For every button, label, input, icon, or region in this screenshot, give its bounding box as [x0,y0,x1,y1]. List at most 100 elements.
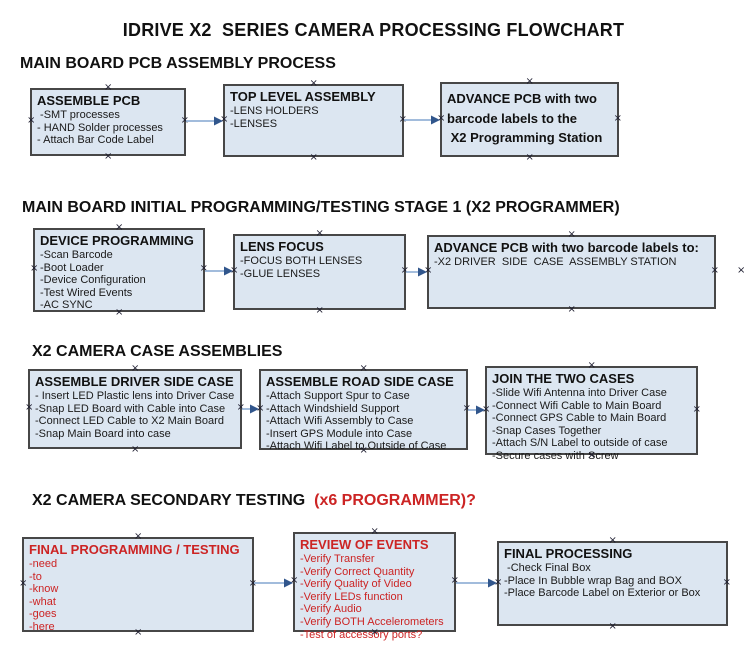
anchor-marker: × [309,152,318,163]
anchor-marker: × [134,531,143,542]
box-items: -Scan Barcode-Boot Loader-Device Configu… [40,249,199,312]
anchor-marker: × [27,115,36,126]
flow-box-final-programming-testing: FINAL PROGRAMMING / TESTING -need-to-kno… [19,532,257,638]
box-item: -here [29,620,55,633]
box-title: FINAL PROGRAMMING / TESTING [29,542,240,557]
box-item: -Attach Support Spur to Case [266,390,410,402]
connector-arrow [406,267,427,277]
box-item: -Insert GPS Module into Case [266,427,413,440]
box-item: -Attach Windshield Support [266,402,400,415]
flow-box-assemble-road-side-case: ASSEMBLE ROAD SIDE CASE -Attach Support … [256,364,471,456]
flowchart-title: IDRIVE X2 SERIES CAMERA PROCESSING FLOWC… [122,20,625,40]
box-item: -need [29,558,58,570]
box-item: -Verify Audio [300,603,362,616]
anchor-marker: × [722,576,731,588]
box-item: -Verify Correct Quantity [300,565,415,578]
box-title: FINAL PROCESSING [504,546,633,561]
box-item: - Attach Bar Code Label [37,134,154,147]
box-item: -Verify Transfer [300,553,375,565]
box-item: -Place In Bubble wrap Bag and BOX [504,574,682,587]
connector-arrow [404,115,440,125]
section-heading-secondary-testing: X2 CAMERA SECONDARY TESTING (x6 PROGRAMM… [32,492,476,510]
box-item: -Connect GPS Cable to Main Board [492,412,667,425]
anchor-marker: × [587,360,596,371]
section-heading-initial-programming: MAIN BOARD INITIAL PROGRAMMING/TESTING S… [22,199,620,217]
connector-arrow [254,578,293,588]
box-item: -Device Configuration [40,274,146,287]
flow-box-final-processing: FINAL PROCESSING -Check Final Box-Place … [494,536,731,632]
anchor-marker: × [30,263,39,274]
section-heading-text: X2 CAMERA SECONDARY TESTING [32,492,315,509]
flow-box-lens-focus: LENS FOCUS -FOCUS BOTH LENSES-GLUE LENSE… [230,229,409,316]
box-item: -Verify Quality of Video [300,578,412,591]
anchor-marker: × [19,577,28,589]
box-title: ADVANCE PCB with two barcode labels to: [434,240,699,255]
anchor-marker: × [567,229,576,240]
anchor-marker: × [131,444,140,455]
box-items: -Attach Support Spur to Case-Attach Wind… [266,390,462,453]
box-item: -Verify LEDs function [300,590,403,603]
box-item: - HAND Solder processes [37,121,163,134]
anchor-marker: × [359,363,368,374]
section-heading-text: MAIN BOARD PCB ASSEMBLY PROCESS [20,55,336,72]
anchor-marker: × [608,621,617,632]
section-heading-text: X2 CAMERA CASE ASSEMBLIES [32,343,283,360]
edge-anchor-marker: × [737,265,746,276]
anchor-marker: × [525,152,534,163]
box-item: -Place Barcode Label on Exterior or Box [504,587,701,600]
anchor-marker: × [25,402,34,413]
box-items: -X2 DRIVER SIDE CASE ASSEMBLY STATION [434,256,710,269]
box-item: -Test of accessory ports? [300,628,423,641]
box-item: -Attach Wifi Label to Outside of Case [266,440,447,453]
box-item: barcode labels to the [447,110,578,126]
box-items: -SMT processes- HAND Solder processes- A… [37,109,180,147]
connector-arrow [205,266,233,276]
box-items: -Verify Transfer-Verify Correct Quantity… [300,553,450,641]
box-items: - Insert LED Plastic lens into Driver Ca… [35,390,236,440]
flow-box-review-of-events: REVIEW OF EVENTS -Verify Transfer-Verify… [290,527,459,641]
anchor-marker: × [115,222,124,233]
box-items: -Slide Wifi Antenna into Driver Case-Con… [492,387,692,463]
box-items: -FOCUS BOTH LENSES-GLUE LENSES [240,255,400,280]
anchor-marker: × [131,363,140,374]
box-item: - Insert LED Plastic lens into Driver Ca… [35,390,235,402]
connector-arrow [186,116,223,126]
box-item: -Scan Barcode [40,249,113,261]
box-item: -Connect LED Cable to X2 Main Board [35,415,224,428]
anchor-marker: × [315,305,324,316]
anchor-marker: × [525,76,534,87]
box-item: -AC SYNC [40,299,93,312]
anchor-marker: × [315,228,324,239]
connector-arrow [456,578,497,588]
flow-box-advance-pcb-driver-side: ADVANCE PCB with two barcode labels to: … [424,230,719,315]
box-item: -Slide Wifi Antenna into Driver Case [492,387,667,399]
box-item: -Snap Main Board into case [35,427,171,440]
box-item: -Test Wired Events [40,286,133,299]
box-item: -Attach S/N Label to outside of case [492,437,668,450]
section-heading-pcb-assembly: MAIN BOARD PCB ASSEMBLY PROCESS [20,55,336,73]
box-item: -Verify BOTH Accelerometers [300,615,444,628]
box-title: ASSEMBLE PCB [37,93,141,108]
section-heading-red-text: (x6 PROGRAMMER)? [314,492,476,509]
box-title: JOIN THE TWO CASES [492,371,635,386]
anchor-marker: × [104,151,113,162]
box-title: TOP LEVEL ASSEMBLY [230,89,376,104]
box-item: -what [29,595,56,608]
box-item: ADVANCE PCB with two [447,91,597,106]
box-title: LENS FOCUS [240,239,324,254]
anchor-marker: × [370,526,379,537]
anchor-marker: × [567,304,576,315]
flow-box-device-programming: DEVICE PROGRAMMING -Scan Barcode-Boot Lo… [30,223,208,318]
box-item: -FOCUS BOTH LENSES [240,255,363,267]
box-item: -Secure cases with Screw [492,449,619,462]
box-items: -need-to-know-what-goes-here [29,558,248,634]
box-item: -GLUE LENSES [240,267,321,280]
box-item: -Snap LED Board with Cable into Case [35,402,226,415]
box-item: -Connect Wifi Cable to Main Board [492,399,662,412]
box-item: -Boot Loader [40,261,104,274]
box-item: X2 Programming Station [447,130,603,145]
anchor-marker: × [613,112,622,124]
box-title: REVIEW OF EVENTS [300,537,429,552]
box-item: -Snap Cases Together [492,424,602,437]
